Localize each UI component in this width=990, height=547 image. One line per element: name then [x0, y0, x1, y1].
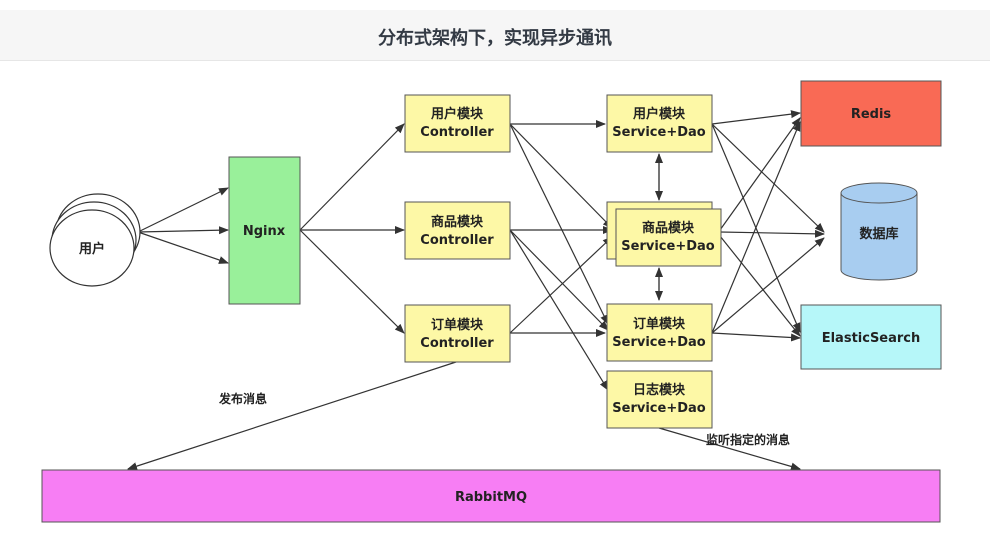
- order-ctrl-line2: Controller: [420, 336, 494, 351]
- node-goods-controller: 商品模块 Controller: [404, 201, 511, 260]
- edge-user-nginx-3: [137, 231, 229, 264]
- goods-svc-line2: Service+Dao: [621, 239, 715, 254]
- edge-orderctrl-goodssvc: [509, 236, 613, 334]
- log-svc-line2: Service+Dao: [612, 401, 706, 416]
- order-svc-line2: Service+Dao: [612, 335, 706, 350]
- edge-ordersvc-es: [711, 332, 801, 342]
- edge-orderctrl-mq: [127, 361, 457, 471]
- edge-label-publish: 发布消息: [218, 391, 267, 406]
- node-redis-label: Redis: [851, 107, 892, 122]
- edge-label-listen: 监听指定的消息: [706, 432, 790, 447]
- node-order-controller: 订单模块 Controller: [404, 304, 511, 363]
- edge-goodssvc-db: [719, 229, 825, 238]
- node-user-service: 用户模块 Service+Dao: [606, 94, 713, 153]
- edge-goodssvc-redis: [719, 117, 801, 231]
- title-bar: [0, 10, 990, 61]
- order-svc-line1: 订单模块: [633, 316, 686, 332]
- node-user-label: 用户: [78, 241, 105, 257]
- goods-ctrl-line2: Controller: [420, 233, 494, 248]
- edges: [127, 110, 825, 471]
- page-title: 分布式架构下，实现异步通讯: [378, 28, 612, 49]
- user-ctrl-line2: Controller: [420, 125, 494, 140]
- user-svc-line2: Service+Dao: [612, 125, 706, 140]
- node-log-service: 日志模块 Service+Dao: [606, 370, 713, 429]
- node-order-service: 订单模块 Service+Dao: [606, 303, 713, 362]
- edge-goodssvc-es: [719, 235, 801, 337]
- node-redis: Redis: [800, 80, 942, 147]
- node-user-controller: 用户模块 Controller: [404, 94, 511, 153]
- node-db-label: 数据库: [859, 226, 898, 242]
- edge-nginx-userctrl: [299, 123, 405, 231]
- node-user: 用户: [49, 193, 141, 287]
- edge-logsvc-mq: [658, 427, 801, 471]
- node-database: 数据库: [840, 182, 918, 281]
- node-goods-service: 商品模块 Service+Dao: [606, 201, 722, 267]
- edge-ordersvc-db: [711, 237, 825, 334]
- goods-ctrl-line1: 商品模块: [431, 214, 484, 230]
- user-svc-line1: 用户模块: [632, 106, 686, 122]
- edge-user-nginx-1: [137, 187, 229, 233]
- edge-user-nginx-2: [137, 226, 229, 235]
- log-svc-line1: 日志模块: [633, 382, 686, 398]
- order-ctrl-line1: 订单模块: [431, 317, 484, 333]
- edge-goodsctrl-ordersvc: [509, 229, 609, 331]
- edge-userctrl-ordersvc: [509, 123, 609, 325]
- node-elasticsearch: ElasticSearch: [800, 304, 942, 370]
- node-rabbitmq: RabbitMQ: [41, 469, 941, 523]
- node-nginx: Nginx: [228, 156, 301, 305]
- edge-userctrl-goodssvc: [509, 123, 613, 229]
- edge-nginx-orderctrl: [299, 229, 405, 334]
- node-mq-label: RabbitMQ: [455, 490, 527, 505]
- edge-ordersvc-redis: [711, 121, 801, 334]
- edge-usersvc-db: [711, 123, 825, 233]
- edge-goodsctrl-logsvc: [509, 229, 609, 391]
- node-es-label: ElasticSearch: [822, 331, 921, 346]
- edge-usersvc-redis: [711, 110, 801, 125]
- node-nginx-label: Nginx: [243, 224, 286, 239]
- user-ctrl-line1: 用户模块: [430, 106, 484, 122]
- goods-svc-line1: 商品模块: [642, 220, 695, 236]
